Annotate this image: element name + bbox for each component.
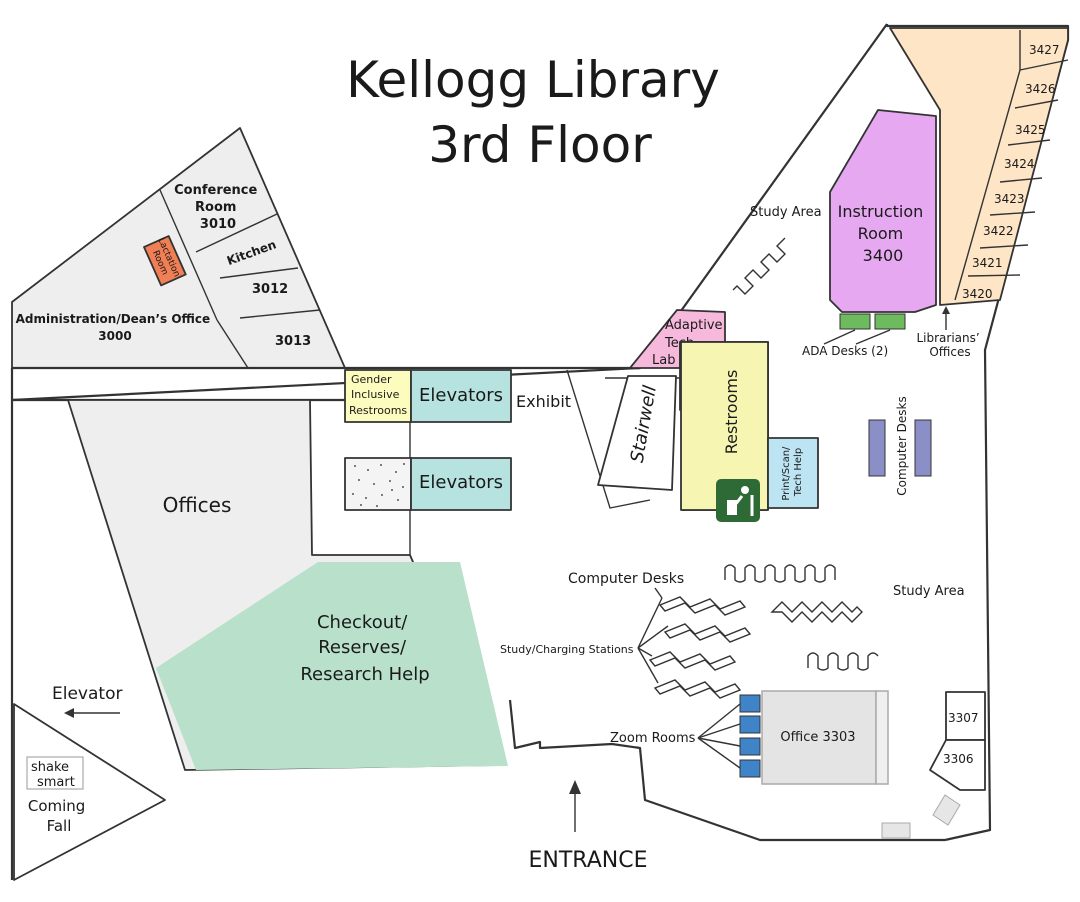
ada-desk-2 — [874, 313, 906, 330]
wall-fixture-1 — [881, 822, 911, 839]
instruction-room-label: Instruction Room 3400 — [838, 202, 929, 265]
arrow-left-icon — [64, 708, 74, 718]
elevators-top — [410, 369, 512, 423]
office-3423: 3423 — [994, 192, 1025, 206]
charging-station-3 — [648, 651, 737, 671]
checkout-label: Checkout/ Reserves/ Research Help — [300, 612, 429, 685]
librarians-offices-label: Librarians’ Offices — [916, 331, 983, 359]
wall-fixture-2 — [932, 794, 961, 826]
office-3425: 3425 — [1015, 123, 1046, 137]
print-scan-tech-help — [767, 437, 819, 509]
elevators-bottom-label: Elevators — [419, 472, 503, 493]
computer-desks-right-label: Computer Desks — [895, 396, 909, 496]
coming-fall-label: Coming Fall — [28, 797, 90, 835]
computer-desks-row — [724, 564, 836, 583]
stairwell — [597, 375, 677, 491]
map-title-line1: Kellogg Library — [346, 51, 720, 109]
office-3421: 3421 — [972, 256, 1003, 270]
entrance-label: ENTRANCE — [529, 848, 648, 873]
study-seating-right — [770, 601, 863, 623]
room-3306-label: 3306 — [943, 752, 974, 766]
office-dividers — [954, 30, 1069, 301]
arrow-up-icon — [569, 780, 581, 794]
elevators-top-label: Elevators — [419, 385, 503, 406]
offices-label: Offices — [163, 493, 232, 517]
instruction-room — [829, 109, 937, 313]
charging-station-1 — [658, 596, 747, 616]
admin-office-label: Administration/Dean’s Office 3000 — [16, 312, 215, 343]
ada-desk-1 — [839, 313, 871, 330]
elevator-shaft-dots — [352, 463, 405, 507]
exhibit-label: Exhibit — [516, 392, 571, 411]
computer-desk-2 — [914, 419, 932, 477]
admin-wing — [11, 127, 346, 369]
elevators-bottom — [410, 457, 512, 511]
drinking-fountain-icon — [716, 479, 760, 522]
study-seating-top — [732, 237, 786, 295]
room-3012-label: 3012 — [252, 282, 288, 297]
shake-smart-logo-text: shake — [31, 760, 69, 775]
office-3422: 3422 — [983, 224, 1014, 238]
room-3307-label: 3307 — [948, 711, 979, 725]
checkout-area — [156, 562, 508, 770]
shake-smart-area — [13, 703, 166, 881]
office-3426: 3426 — [1025, 82, 1056, 96]
librarian-offices — [889, 27, 1069, 306]
study-seating-lower — [807, 652, 879, 671]
study-charging-label: Study/Charging Stations — [500, 643, 634, 656]
office-3424: 3424 — [1004, 157, 1035, 171]
computer-desks-center-label: Computer Desks — [568, 571, 684, 587]
zoom-rooms-label: Zoom Rooms — [610, 731, 696, 746]
outer-walls — [10, 23, 1070, 880]
arrow-up-icon — [942, 306, 950, 314]
computer-desk-1 — [868, 419, 886, 477]
ada-desks-label: ADA Desks (2) — [802, 344, 888, 358]
restrooms-label: Restrooms — [722, 370, 741, 455]
map-title-line2: 3rd Floor — [428, 116, 652, 174]
zoom-room-2 — [739, 715, 761, 734]
office-3420: 3420 — [962, 287, 993, 301]
elevator-shaft — [344, 457, 412, 511]
office-3303 — [761, 690, 877, 785]
study-area-top-label: Study Area — [750, 205, 822, 220]
office-3303-label: Office 3303 — [780, 730, 855, 745]
elevator-left-label: Elevator — [52, 684, 122, 704]
shake-smart-logo-text-2: smart — [37, 775, 75, 790]
shake-smart-logo — [26, 756, 84, 790]
charging-station-4 — [653, 679, 742, 699]
conference-room-label: Conference Room 3010 — [174, 183, 262, 232]
zoom-room-3 — [739, 737, 761, 756]
office-3303-side — [875, 690, 889, 785]
zoom-room-1 — [739, 694, 761, 713]
print-scan-label: Print/Scan/ Tech Help — [781, 443, 804, 500]
zoom-room-4 — [739, 759, 761, 778]
study-area-right-label: Study Area — [893, 584, 965, 599]
office-3427: 3427 — [1029, 43, 1060, 57]
lactation-room: Lactation Room — [143, 235, 187, 287]
gender-inclusive-label: Gender Inclusive Restrooms — [349, 373, 407, 417]
charging-station-2 — [663, 623, 752, 643]
room-3306 — [929, 739, 986, 791]
room-3013-label: 3013 — [275, 334, 311, 349]
